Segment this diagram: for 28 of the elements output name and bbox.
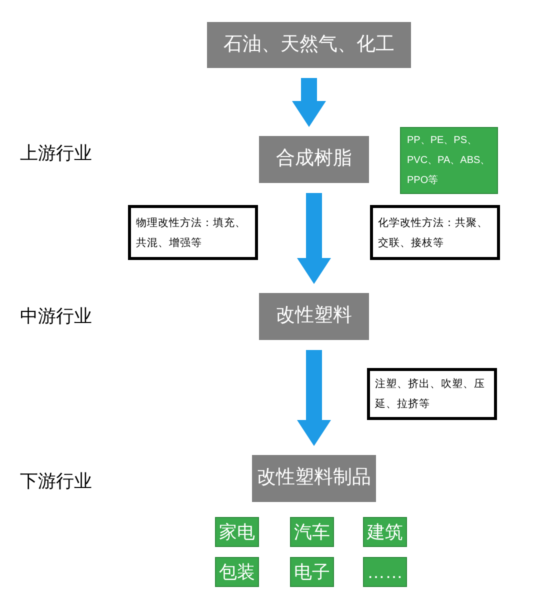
process-box [259,293,369,340]
box-text: 改性塑料制品 [257,466,371,490]
tier-label: 中游行业 [20,305,92,328]
note-box [128,205,258,260]
tier-label: 上游行业 [20,142,92,165]
box-text: PP、PE、PS、PVC、PA、ABS、PPO等 [407,134,491,188]
box-text: 汽车 [294,520,330,544]
box-text: 包装 [219,560,255,584]
box-text: 建筑 [367,520,403,544]
process-box [252,455,376,502]
box-text: 家电 [219,520,255,544]
box-text: …… [367,560,403,584]
box-text: 合成树脂 [276,147,352,172]
down-arrow [292,78,326,127]
note-box [367,368,497,420]
material-box [400,127,498,194]
box-text: 物理改性方法：填充、共混、增强等 [136,216,247,250]
process-box [207,22,411,68]
box-text: 石油、天然气、化工 [224,32,394,57]
tier-label: 下游行业 [20,470,92,493]
box-text: 化学改性方法：共聚、交联、接枝等 [378,216,489,250]
down-arrow [297,193,331,284]
process-box [259,136,369,183]
down-arrow [297,350,331,446]
box-text: 电子 [294,560,330,584]
box-text: 注塑、挤出、吹塑、压延、拉挤等 [375,377,486,412]
note-box [370,205,500,260]
box-text: 改性塑料 [276,304,352,328]
